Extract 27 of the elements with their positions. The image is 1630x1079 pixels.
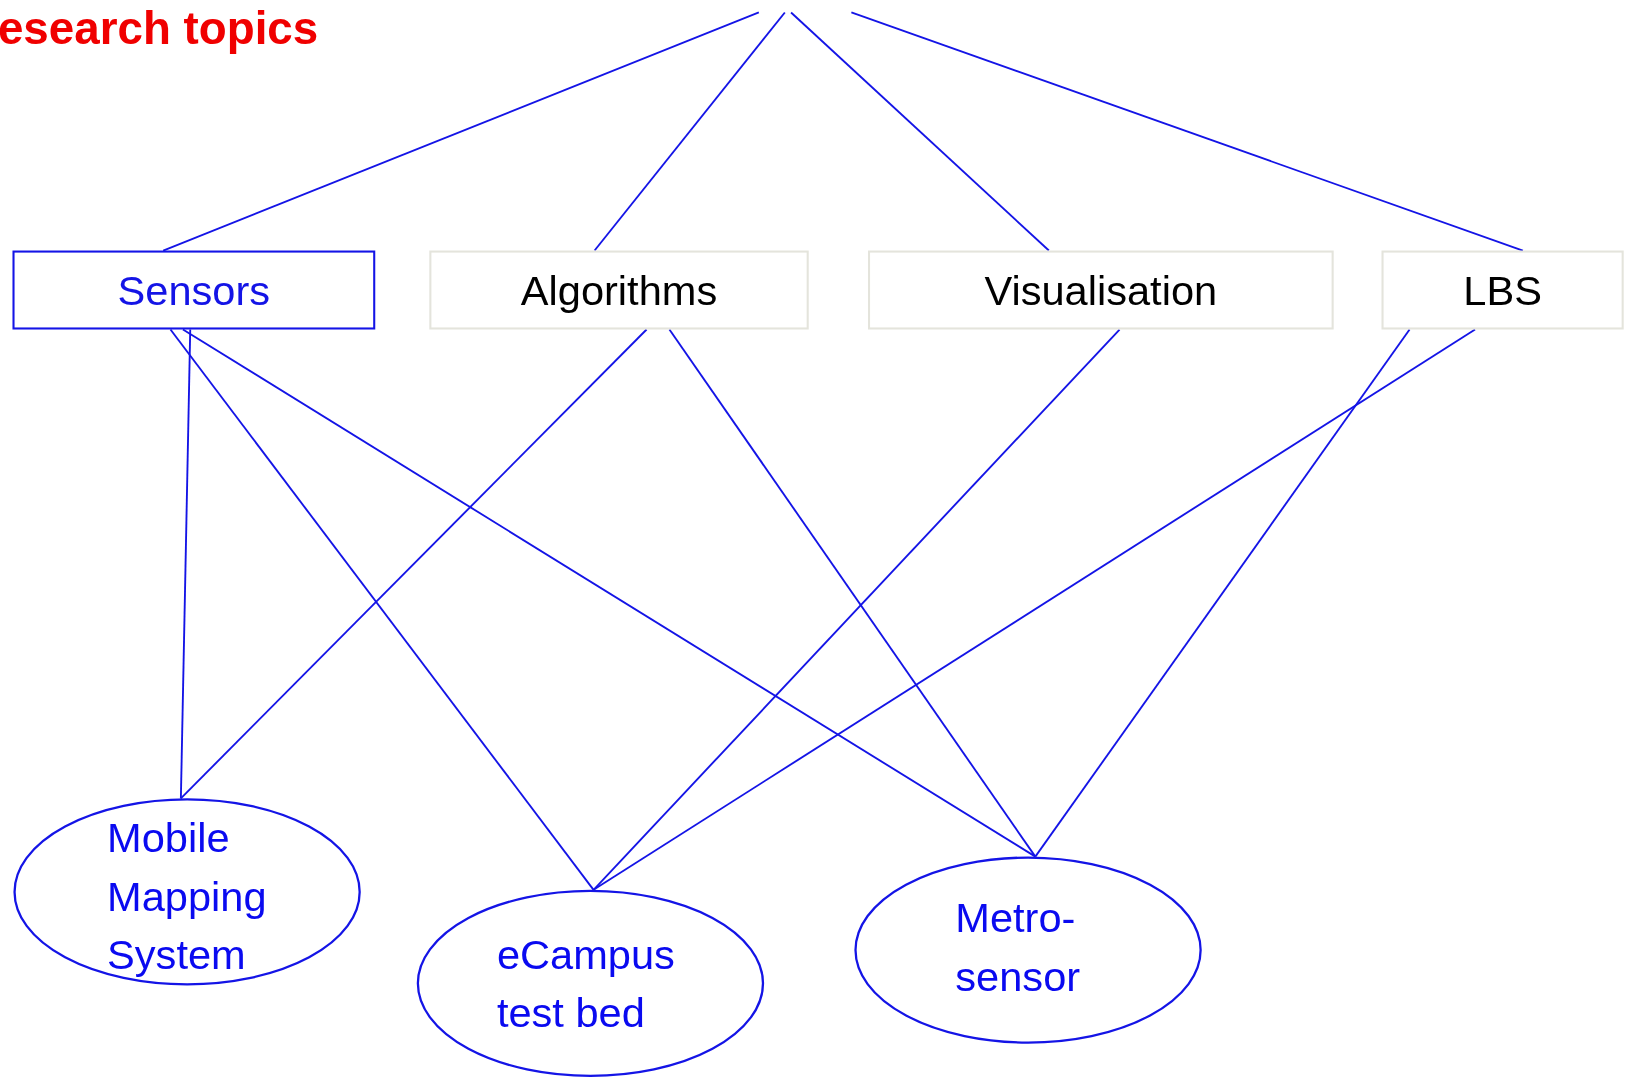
connector-line: [182, 328, 1037, 858]
connector-line: [593, 11, 786, 252]
connector-line: [850, 11, 1524, 252]
topic-box: [12, 250, 376, 330]
topic-label: Algorithms: [520, 266, 718, 314]
project-label: eCampus test bed: [496, 930, 676, 1038]
topic-label: Visualisation: [984, 266, 1218, 314]
topic-label: Sensors: [117, 266, 271, 314]
topic-box: [429, 250, 809, 330]
project-ellipse: [13, 798, 361, 986]
connector-line: [1034, 328, 1411, 858]
connector-line: [169, 328, 595, 891]
topic-label: LBS: [1463, 266, 1542, 314]
project-ellipse: [854, 856, 1202, 1044]
connector-line: [592, 328, 1121, 891]
topic-box: [868, 250, 1334, 330]
connector-line: [179, 328, 192, 800]
connector-line: [668, 328, 1037, 858]
connector-line: [179, 328, 648, 800]
connector-line: [790, 11, 1050, 252]
topic-box: [1381, 250, 1624, 330]
project-label: Mobile Mapping System: [107, 813, 268, 980]
project-label: Metro- sensor: [955, 894, 1082, 1001]
title: esearch topics: [0, 2, 319, 55]
connector-line: [592, 328, 1476, 891]
connector-line: [162, 11, 760, 252]
project-ellipse: [416, 889, 765, 1077]
